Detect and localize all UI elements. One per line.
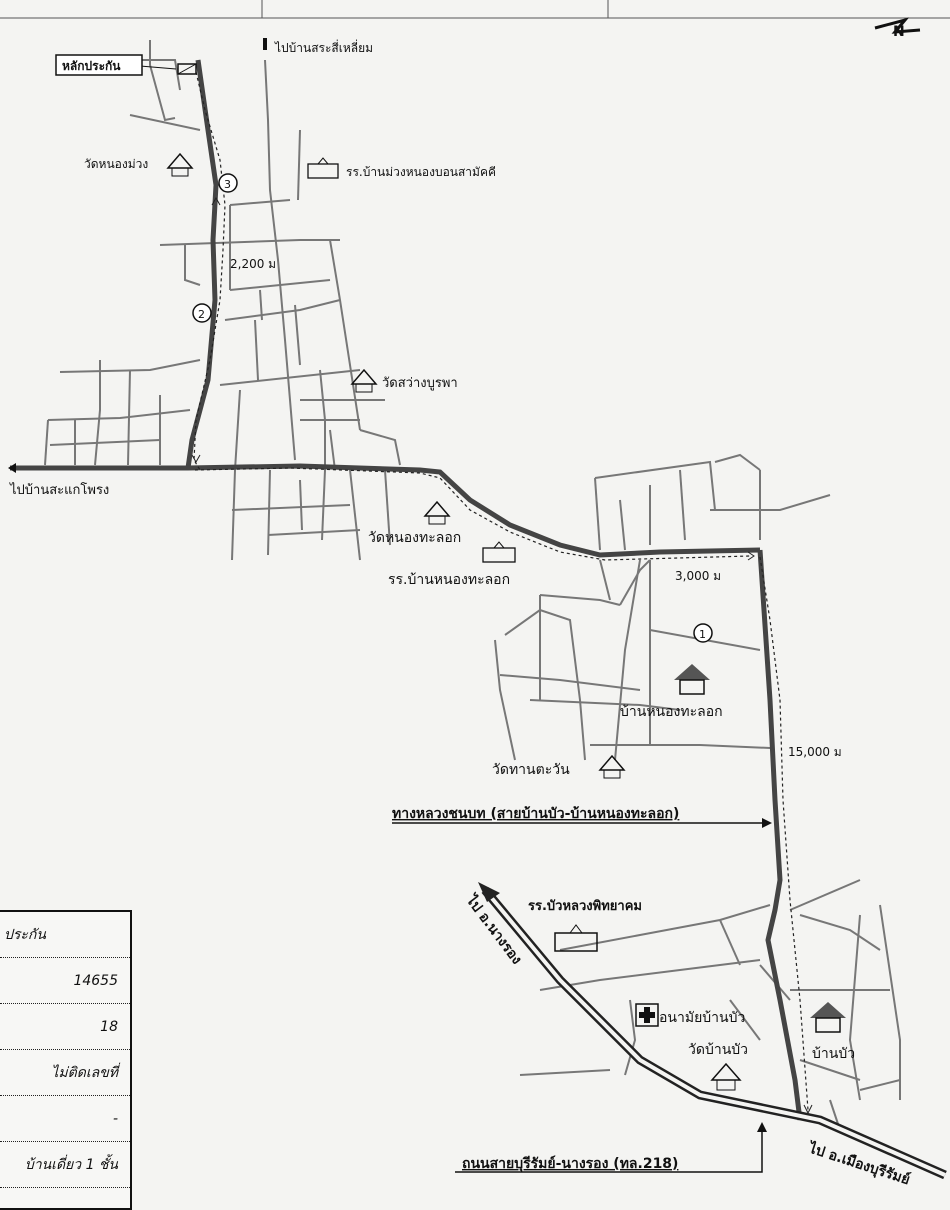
highway-pointer xyxy=(455,1122,767,1173)
info-table-row: 18 xyxy=(0,1004,130,1050)
north-arrow-icon: N xyxy=(874,17,921,40)
label-health-center: อนามัยบ้านบัว xyxy=(659,1010,745,1026)
label-to-mueang-buriram: ไป อ.เมืองบุรีรัมย์ xyxy=(805,1138,912,1188)
info-table-row: บ้านเดี่ยว 1 ชั้น xyxy=(0,1142,130,1188)
boundary-label-box xyxy=(55,54,143,76)
label-school-bua-luang: รร.บัวหลวงพิทยาคม xyxy=(528,899,642,914)
svg-text:3: 3 xyxy=(224,178,231,191)
marker-3: 3 xyxy=(218,173,238,193)
temple-icon xyxy=(350,368,378,393)
info-table-title: ประกัน xyxy=(0,912,130,958)
svg-text:N: N xyxy=(893,24,905,40)
temple-icon xyxy=(423,500,451,525)
rural-road-pointer xyxy=(392,818,772,828)
village-icon xyxy=(674,664,710,695)
svg-text:2: 2 xyxy=(198,308,205,321)
info-table-row: - xyxy=(0,1096,130,1142)
school-icon xyxy=(482,541,516,563)
label-rural-road: ทางหลวงชนบท (สายบ้านบัว-บ้านหนองทะลอก) xyxy=(392,806,679,822)
west-road-arrow-icon xyxy=(8,463,16,473)
school-icon xyxy=(554,924,598,952)
school-icon xyxy=(307,157,339,179)
health-center-icon xyxy=(635,1003,659,1027)
temple-icon xyxy=(598,754,626,779)
temple-icon xyxy=(166,152,194,177)
route-path xyxy=(191,71,813,1115)
label-school-nong-tha-lok: รร.บ้านหนองทะลอก xyxy=(388,572,510,588)
temple-icon xyxy=(710,1062,742,1091)
marker-2: 2 xyxy=(192,303,212,323)
label-wat-nong-muang: วัดหนองม่วง xyxy=(84,157,148,171)
info-table-row: 14655 xyxy=(0,958,130,1004)
info-table-row: ไม่ติดเลขที่ xyxy=(0,1050,130,1096)
label-to-ban-sa-si-liam: ไปบ้านสระสี่เหลี่ยม xyxy=(274,39,373,55)
label-to-ban-sa-nak-phrong: ไปบ้านสะแกโพรง xyxy=(9,482,109,498)
info-table: ประกัน 14655 18 ไม่ติดเลขที่ - บ้านเดี่ย… xyxy=(0,910,132,1210)
label-distance-15000: 15,000 ม xyxy=(788,745,842,759)
marker-1: 1 xyxy=(693,623,713,643)
label-wat-nong-tha-lok: วัดหนองทะลอก xyxy=(368,530,461,546)
label-school-nong-muang: รร.บ้านม่วงหนองบอนสามัคคี xyxy=(346,165,496,179)
label-ban-nong-tha-lok: บ้านหนองทะลอก xyxy=(620,704,723,720)
label-wat-sawang: วัดสว่างบูรพา xyxy=(382,376,458,391)
label-distance-3000: 3,000 ม xyxy=(675,569,721,583)
label-ban-bua: บ้านบัว xyxy=(812,1046,855,1062)
boundary-marker-icon xyxy=(139,63,197,75)
label-wat-than-tawan: วัดทานตะวัน xyxy=(492,762,570,778)
main-roads xyxy=(10,59,947,1180)
label-boundary-marker: หลักประกัน xyxy=(62,59,121,73)
village-icon xyxy=(810,1002,846,1033)
label-distance-2200: 2,200 ม xyxy=(230,257,276,271)
svg-text:1: 1 xyxy=(699,628,706,641)
label-highway-218: ถนนสายบุรีรัมย์-นางรอง (ทล.218) xyxy=(462,1155,678,1172)
label-wat-ban-bua: วัดบ้านบัว xyxy=(688,1042,748,1058)
